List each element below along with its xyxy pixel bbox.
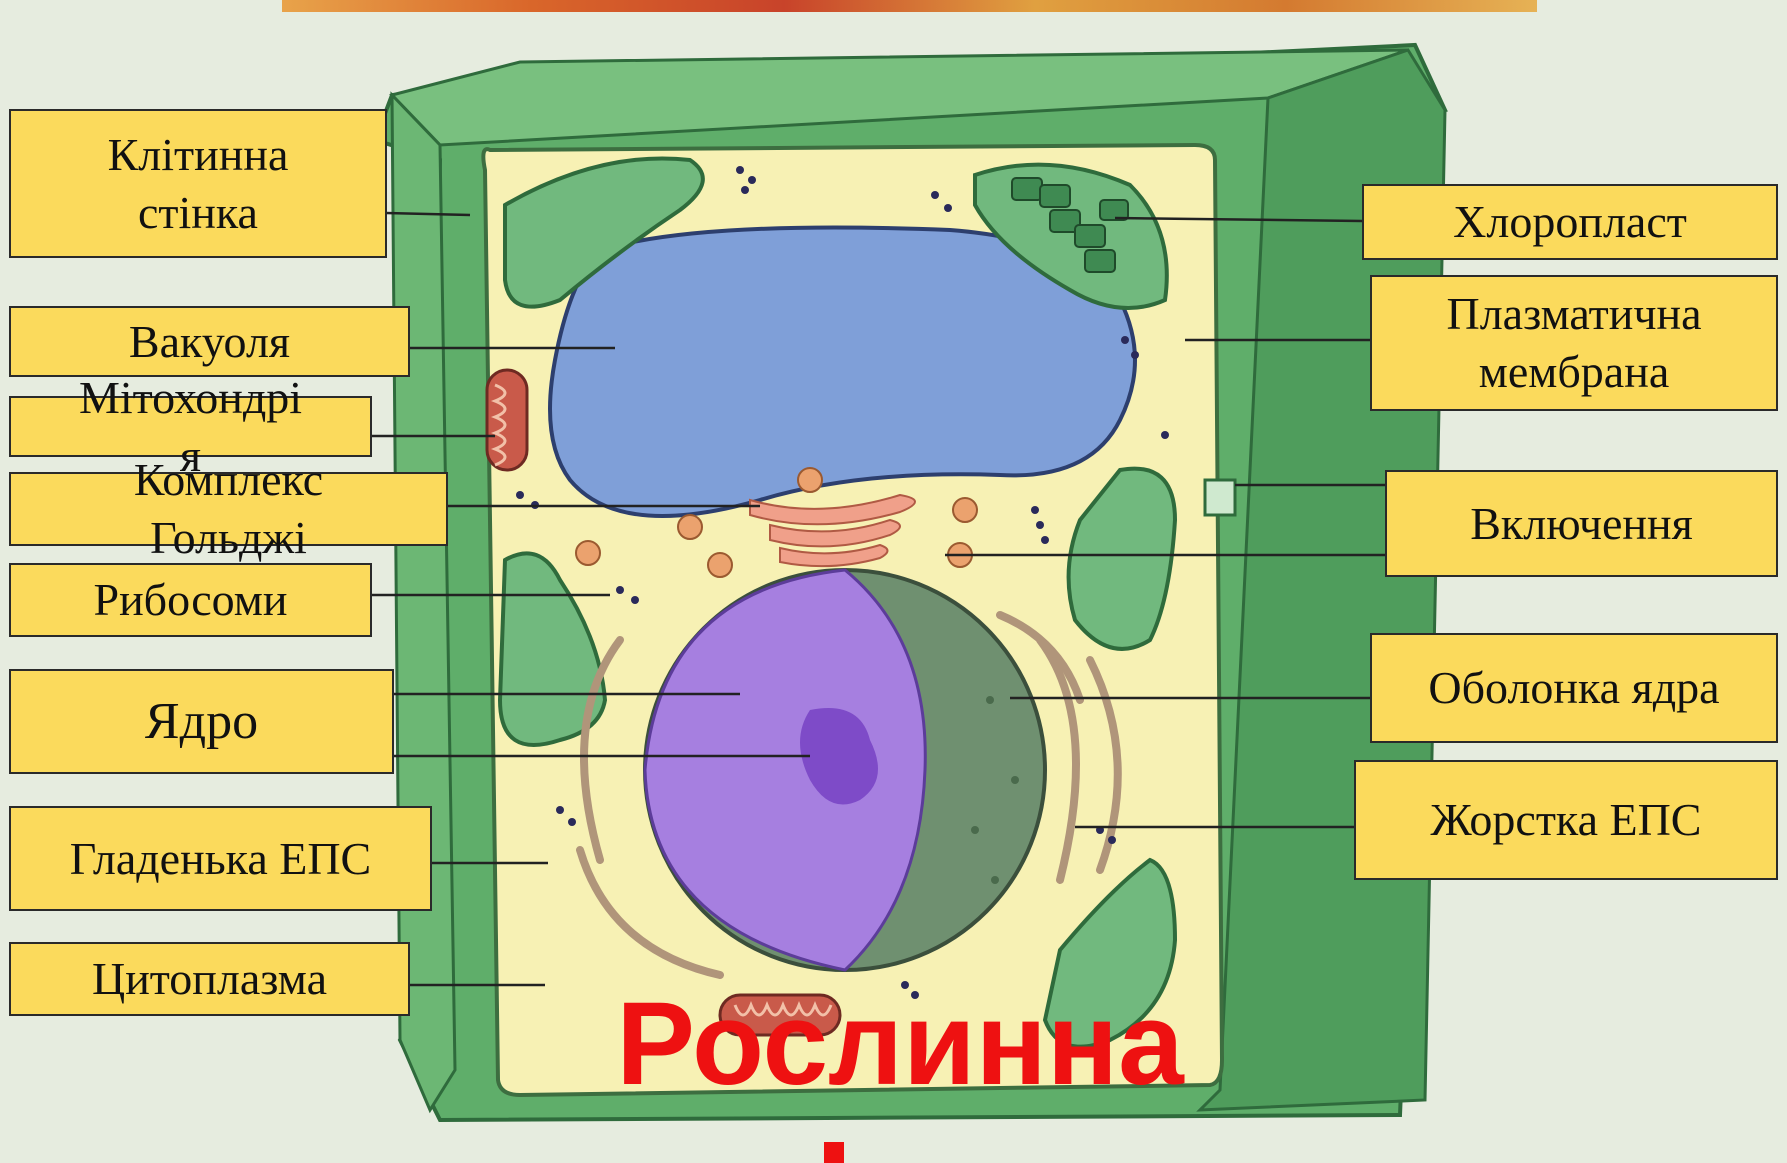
label-plasma-membrane: Плазматична мембрана (1370, 275, 1778, 411)
label-ribosomes: Рибосоми (9, 563, 372, 637)
label-mitochondria: Мітохондрі я (9, 396, 372, 457)
label-vacuole: Вакуоля (9, 306, 410, 377)
title-dot-fragment (824, 1142, 844, 1163)
label-cytoplasm: Цитоплазма (9, 942, 410, 1016)
label-nuclear-envelope: Оболонка ядра (1370, 633, 1778, 743)
label-inclusions: Включення (1385, 470, 1778, 577)
label-chloroplast: Хлоропласт (1362, 184, 1778, 260)
nucleus-shape (645, 570, 1045, 970)
label-rough-er: Жорстка ЕПС (1354, 760, 1778, 880)
label-golgi: Комплекс Гольджі (9, 472, 448, 546)
label-nucleus: Ядро (9, 669, 394, 774)
plasmodesma (1205, 480, 1235, 515)
label-cell-wall: Клітинна стінка (9, 109, 387, 258)
diagram-title: Рослинна (600, 985, 1200, 1103)
label-smooth-er: Гладенька ЕПС (9, 806, 432, 911)
